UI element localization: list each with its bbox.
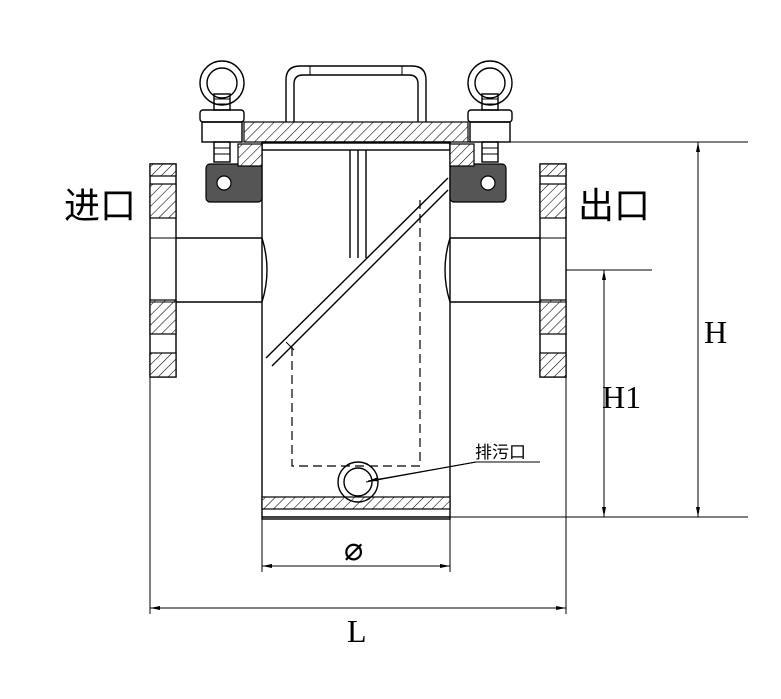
dimension-diameter-label: ⌀ <box>344 531 363 567</box>
eye-bolt-left <box>199 60 245 163</box>
dimension-h1-label: H1 <box>602 379 641 415</box>
drain-port <box>337 461 540 503</box>
clamp-left <box>205 143 263 203</box>
dimension-lines <box>149 141 748 614</box>
dimension-l-label: L <box>347 613 367 649</box>
clamp-right <box>449 143 507 203</box>
inlet-label: 进口 <box>64 186 136 226</box>
filter-basket <box>265 150 449 467</box>
body <box>261 142 451 520</box>
bottom-plate <box>261 496 451 510</box>
outlet-label: 出口 <box>578 186 650 226</box>
lift-handle <box>285 65 427 122</box>
outlet-pipe <box>444 163 567 378</box>
inlet-pipe <box>149 163 268 378</box>
eye-bolt-right <box>467 60 513 163</box>
dimension-h-label: H <box>704 314 727 350</box>
drain-port-label: 排污口 <box>475 443 526 463</box>
